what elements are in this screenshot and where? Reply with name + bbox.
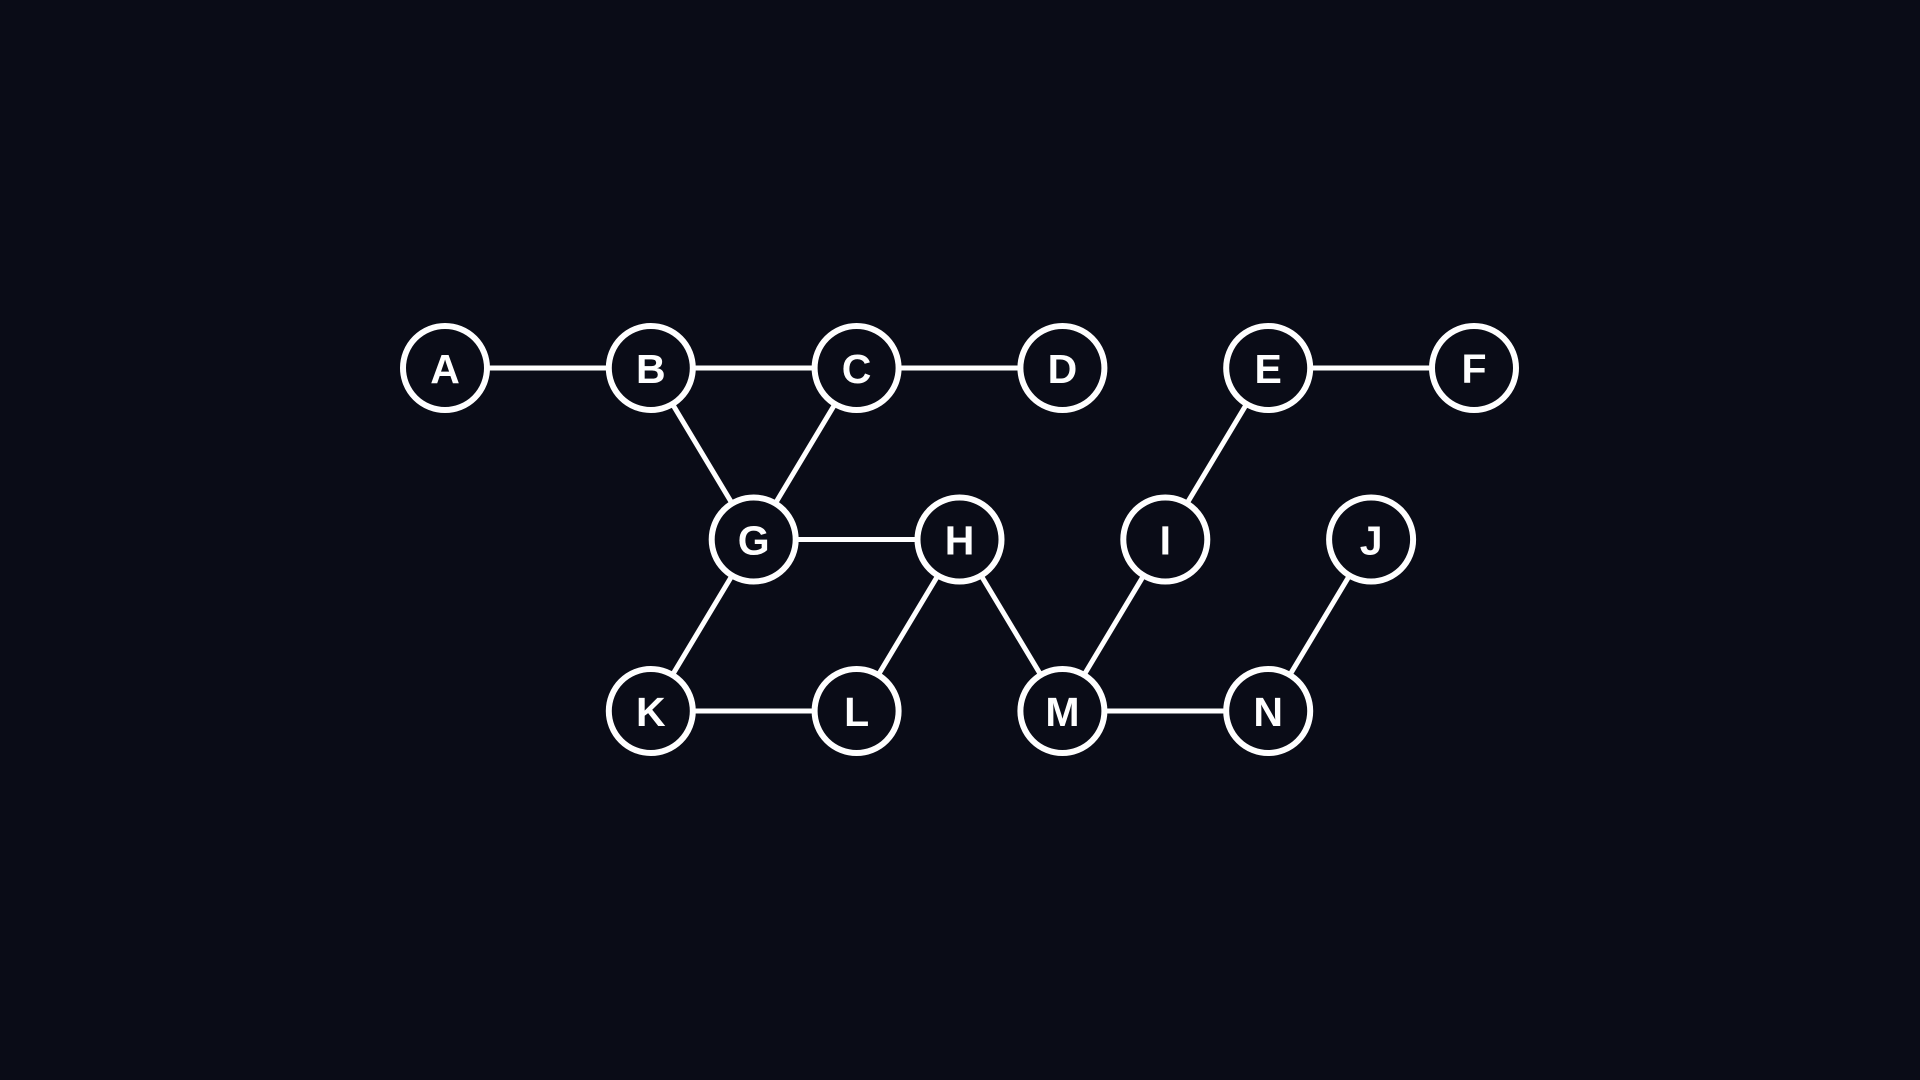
node-g: G — [708, 494, 799, 585]
node-label: A — [430, 346, 460, 392]
node-label: E — [1255, 346, 1282, 392]
node-b: B — [605, 323, 696, 413]
node-circle — [1223, 666, 1314, 756]
node-c: C — [811, 323, 902, 413]
node-h: H — [914, 494, 1005, 585]
node-circle — [1017, 666, 1108, 756]
node-label: H — [945, 518, 975, 564]
node-circle — [811, 666, 902, 756]
node-circle — [811, 323, 902, 413]
node-circle — [708, 494, 799, 585]
node-f: F — [1429, 323, 1519, 413]
node-label: M — [1045, 689, 1079, 735]
node-e: E — [1223, 323, 1314, 413]
node-circle — [400, 323, 490, 413]
node-circle — [914, 494, 1005, 585]
node-label: D — [1048, 346, 1078, 392]
node-label: K — [636, 689, 666, 735]
node-circle — [1120, 494, 1211, 585]
node-d: D — [1017, 323, 1108, 413]
node-label: B — [636, 346, 666, 392]
node-circle — [1017, 323, 1108, 413]
node-circle — [605, 666, 696, 756]
node-label: G — [738, 518, 770, 564]
node-label: F — [1461, 346, 1486, 392]
node-circle — [1223, 323, 1314, 413]
node-circle — [1429, 323, 1519, 413]
node-label: I — [1160, 518, 1171, 564]
node-k: K — [605, 666, 696, 756]
node-n: N — [1223, 666, 1314, 756]
node-l: L — [811, 666, 902, 756]
node-circle — [605, 323, 696, 413]
node-label: J — [1360, 518, 1383, 564]
node-a: A — [400, 323, 490, 413]
node-label: C — [842, 346, 872, 392]
node-circle — [1326, 494, 1417, 585]
node-m: M — [1017, 666, 1108, 756]
node-j: J — [1326, 494, 1417, 585]
node-i: I — [1120, 494, 1211, 585]
node-label: N — [1253, 689, 1283, 735]
node-label: L — [844, 689, 869, 735]
nodes-layer: A B C D E F G H I J K L M N — [400, 323, 1519, 756]
